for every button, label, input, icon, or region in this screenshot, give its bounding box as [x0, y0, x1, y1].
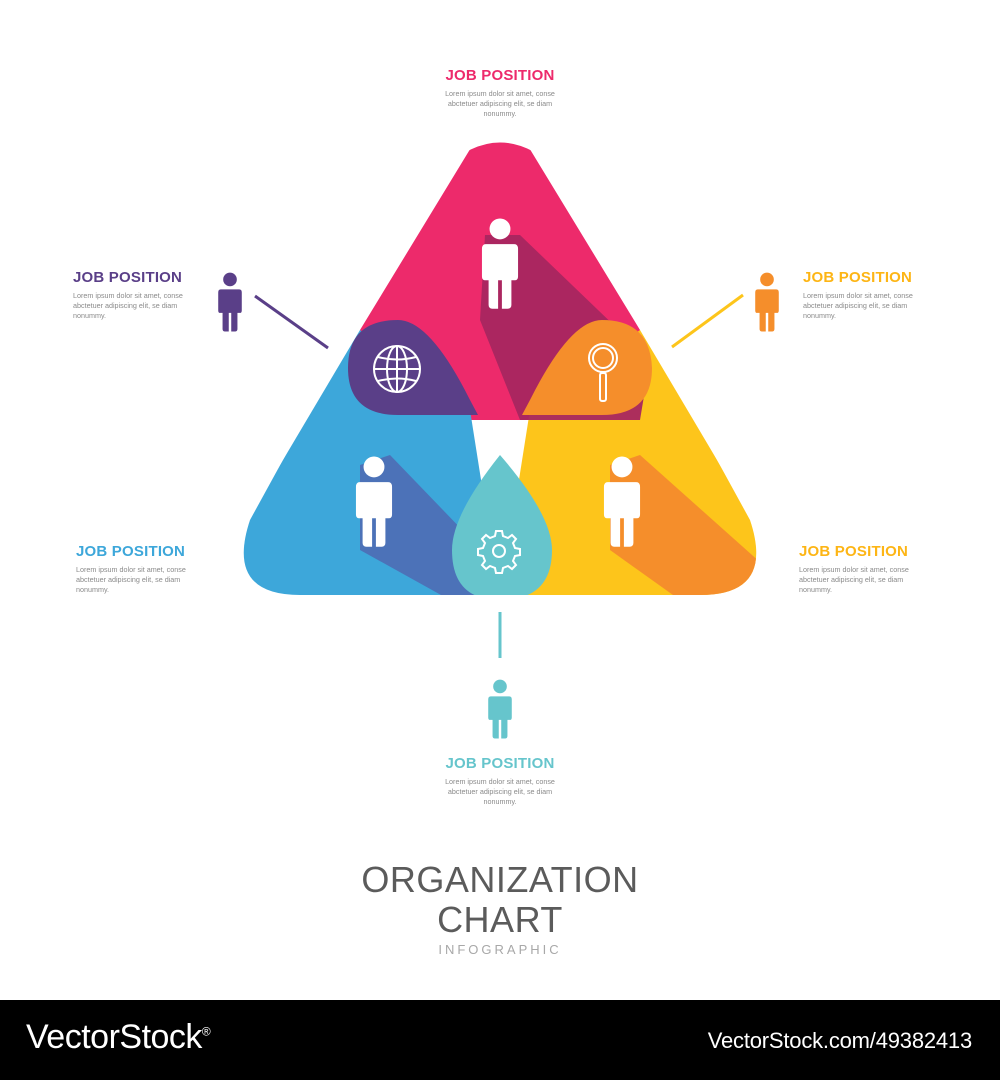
- upper-left-position-label: JOB POSITION Lorem ipsum dolor sit amet,…: [73, 269, 223, 321]
- right-shadow: [610, 455, 757, 595]
- gear-badge: [452, 455, 552, 595]
- top-position-desc: Lorem ipsum dolor sit amet, conse abctet…: [445, 89, 555, 118]
- lower-left-position-label: JOB POSITION Lorem ipsum dolor sit amet,…: [76, 543, 226, 595]
- gear-icon: [477, 530, 521, 574]
- watermark-id: VectorStock.com/49382413: [707, 1028, 972, 1053]
- chart-title-line2: CHART: [437, 899, 563, 940]
- bottom-position-title: JOB POSITION: [445, 755, 555, 772]
- lower-right-position-title: JOB POSITION: [799, 543, 909, 560]
- magnifier-icon: [588, 343, 618, 402]
- lower-left-position-desc: Lorem ipsum dolor sit amet, conse abctet…: [76, 565, 186, 594]
- lower-right-position-desc: Lorem ipsum dolor sit amet, conse abctet…: [799, 565, 909, 594]
- lower-right-position-label: JOB POSITION Lorem ipsum dolor sit amet,…: [799, 543, 949, 595]
- magnifier-badge: [522, 320, 652, 415]
- chart-title-line1: ORGANIZATION: [361, 859, 639, 900]
- upper-right-position-title: JOB POSITION: [803, 269, 913, 286]
- watermark-logo: VectorStock®: [26, 1018, 211, 1057]
- bottom-position-desc: Lorem ipsum dolor sit amet, conse abctet…: [445, 777, 555, 806]
- infographic-canvas: JOB POSITION Lorem ipsum dolor sit amet,…: [73, 67, 953, 957]
- upper-right-connector: [671, 293, 744, 349]
- chart-subtitle: INFOGRAPHIC: [438, 942, 562, 957]
- upper-left-position-title: JOB POSITION: [73, 269, 183, 286]
- upper-right-position-label: JOB POSITION Lorem ipsum dolor sit amet,…: [803, 269, 953, 321]
- watermark-bar: VectorStock® VectorStock.com/49382413: [0, 1000, 1000, 1080]
- upper-left-position-desc: Lorem ipsum dolor sit amet, conse abctet…: [73, 291, 183, 320]
- globe-badge: [348, 320, 478, 415]
- triangle-sections: [243, 142, 757, 595]
- top-position-label: JOB POSITION Lorem ipsum dolor sit amet,…: [425, 67, 575, 119]
- globe-icon: [373, 345, 421, 393]
- top-position-title: JOB POSITION: [445, 67, 555, 84]
- bottom-position-label: JOB POSITION Lorem ipsum dolor sit amet,…: [425, 755, 575, 807]
- upper-right-person-icon: [755, 272, 779, 332]
- watermark-brand: VectorStock: [26, 1018, 202, 1056]
- watermark-reg-mark: ®: [201, 1024, 211, 1039]
- upper-left-connector: [254, 294, 329, 350]
- upper-right-position-desc: Lorem ipsum dolor sit amet, conse abctet…: [803, 291, 913, 320]
- triangle-diagram: [218, 142, 779, 739]
- bottom-person-icon: [488, 679, 512, 739]
- lower-left-position-title: JOB POSITION: [76, 543, 186, 560]
